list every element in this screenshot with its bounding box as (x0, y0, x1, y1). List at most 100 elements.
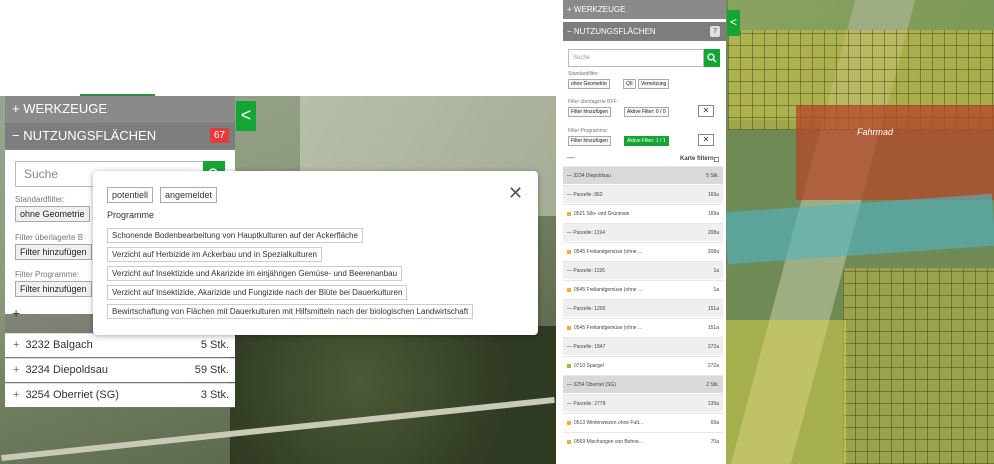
left-panel-accent-bar (80, 94, 155, 97)
list-item-name: 3254 Oberriet (SG) (25, 389, 119, 401)
werkzeuge-header[interactable]: + WERKZEUGE (563, 0, 726, 19)
nutzungsflaechen-title: − NUTZUNGSFLÄCHEN (12, 128, 157, 143)
list-item-count: 5 Stk. (200, 339, 229, 351)
expand-icon: + (13, 389, 20, 401)
tag-potentiell[interactable]: potentiell (107, 187, 154, 203)
kultur-row[interactable]: 0569 Mischungen von Bohne... 70a (563, 432, 723, 450)
map-place-label: Fahrmad (857, 127, 894, 137)
row-label: 0545 Freilandgemüse (ohne ... (574, 249, 643, 255)
row-label: — Parzelle: 862 (567, 192, 603, 198)
list-item-count: 59 Stk. (194, 364, 229, 376)
parzelle-row[interactable]: — Parzelle: 1194 208a (563, 223, 723, 241)
row-value: 70a (710, 439, 719, 445)
color-swatch-icon (567, 249, 571, 254)
close-icon[interactable]: ✕ (508, 183, 524, 203)
active-programme-filter-badge: Aktive Filter: 1 / 1 (624, 136, 669, 146)
row-label: — Parzelle: 1194 (567, 230, 605, 236)
kultur-row[interactable]: 0513 Winterweizen ohne Futt... 69a (563, 413, 723, 431)
row-label: 0545 Freilandgemüse (ohne ... (574, 287, 643, 293)
list-item[interactable]: +3234 Diepoldsau 59 Stk. (5, 358, 235, 382)
nutzungsflaechen-header[interactable]: − NUTZUNGSFLÄCHEN 7 (563, 22, 726, 41)
row-value: 169a (707, 192, 719, 198)
qii-button[interactable]: QII (623, 79, 636, 89)
programme-filter-hinzufuegen-button[interactable]: Filter hinzufügen (15, 281, 92, 297)
color-swatch-icon (567, 420, 571, 425)
tag-angemeldet[interactable]: angemeldet (160, 187, 218, 203)
nutzungsflaechen-count-badge: 67 (209, 128, 229, 143)
row-value: 139a (707, 401, 719, 407)
expand-icon: + (13, 339, 20, 351)
ohne-geometrie-button[interactable]: ohne Geometrie (15, 206, 90, 222)
programme-option[interactable]: Verzicht auf Insektizide, Akarizide und … (107, 285, 408, 300)
programme-filter-label: Filter Programme: (15, 270, 80, 279)
row-label: — 3234 Diepoldsau (567, 173, 611, 179)
collapse-all-icon[interactable]: — (567, 153, 575, 162)
programme-option[interactable]: Schonende Bodenbearbeitung von Hauptkult… (107, 228, 363, 243)
color-swatch-icon (567, 439, 571, 444)
row-label: — Parzelle: 2778 (567, 401, 606, 407)
row-value: 169a (707, 211, 719, 217)
nutzungsflaechen-title: − NUTZUNGSFLÄCHEN (567, 27, 656, 36)
map-parcel-highlight (796, 105, 994, 200)
row-label: 0513 Winterweizen ohne Futt... (574, 420, 644, 426)
ueberlagerte-filter-label: Filter überlagerte BFF: (568, 99, 619, 105)
row-label: 0569 Mischungen von Bohne... (574, 439, 643, 445)
programme-filter-label: Filter Programme: (568, 128, 609, 134)
color-swatch-icon (567, 363, 571, 368)
standardfilter-label: Standardfilter: (15, 195, 65, 204)
map-parcel-grid (843, 268, 994, 464)
collapse-panel-button[interactable]: < (727, 10, 740, 36)
programme-filter-hinzufuegen-button[interactable]: Filter hinzufügen (568, 136, 611, 146)
search-icon (707, 53, 717, 63)
row-label: 0710 Spargel (574, 363, 604, 369)
kultur-row[interactable]: 0545 Freilandgemüse (ohne ...1a (563, 280, 723, 298)
color-swatch-icon (567, 325, 571, 330)
row-value: 208a (707, 249, 719, 255)
parzelle-row[interactable]: — Parzelle: 862 169a (563, 185, 723, 203)
row-label: — 3254 Oberriet (SG) (567, 382, 616, 388)
filter-hinzufuegen-button[interactable]: Filter hinzufügen (15, 244, 92, 260)
vernetzung-button[interactable]: Vernetzung (638, 79, 670, 89)
clear-filter-icon[interactable]: ✕ (698, 105, 714, 117)
gemeinde-row[interactable]: — 3254 Oberriet (SG) 2 Stk. (563, 375, 723, 393)
karte-filtern-checkbox[interactable] (714, 157, 719, 162)
row-label: — Parzelle: 1847 (567, 344, 606, 350)
werkzeuge-header[interactable]: + WERKZEUGE (5, 96, 235, 122)
search-input[interactable]: Suche (568, 49, 704, 67)
kultur-row[interactable]: 0545 Freilandgemüse (ohne ...151a (563, 318, 723, 336)
clear-programme-filter-icon[interactable]: ✕ (698, 134, 714, 146)
parzelle-row[interactable]: — Parzelle: 1847 272a (563, 337, 723, 355)
row-label: 0545 Freilandgemüse (ohne ... (574, 325, 643, 331)
collapse-panel-button[interactable]: < (236, 101, 256, 131)
kultur-row[interactable]: 0545 Freilandgemüse (ohne ... 208a (563, 242, 723, 260)
list-item-name: 3232 Balgach (25, 339, 93, 351)
programme-option[interactable]: Verzicht auf Insektizide und Akarizide i… (107, 266, 403, 281)
parzelle-row[interactable]: — Parzelle: 2778 139a (563, 394, 723, 412)
filter-hinzufuegen-button[interactable]: Filter hinzufügen (568, 107, 611, 117)
list-item[interactable]: +3254 Oberriet (SG) 3 Stk. (5, 383, 235, 407)
row-value: 208a (707, 230, 719, 236)
programme-option[interactable]: Bewirtschaftung von Flächen mit Dauerkul… (107, 304, 474, 319)
nutzungsflaechen-header[interactable]: − NUTZUNGSFLÄCHEN 67 (5, 123, 235, 149)
nutzungsflaechen-count-badge: 7 (710, 26, 720, 37)
map-parcel-teal (724, 193, 994, 265)
row-value: 151a (707, 306, 719, 312)
search-button[interactable] (704, 49, 720, 67)
row-value: 272a (707, 344, 719, 350)
row-label: — Parzelle: 1195 (567, 268, 605, 274)
list-item[interactable]: +3232 Balgach 5 Stk. (5, 333, 235, 357)
ohne-geometrie-button[interactable]: ohne Geometrie (568, 79, 610, 89)
programme-option[interactable]: Verzicht auf Herbizide im Ackerbau und i… (107, 247, 322, 262)
list-item-name: 3234 Diepoldsau (25, 364, 109, 376)
standardfilter-label: Standardfilter: (568, 71, 600, 77)
row-value: 69a (710, 420, 719, 426)
row-value: 2 Stk. (706, 382, 719, 388)
add-icon[interactable]: + (12, 305, 21, 321)
map-forest (230, 326, 556, 464)
programme-heading: Programme (107, 210, 155, 220)
